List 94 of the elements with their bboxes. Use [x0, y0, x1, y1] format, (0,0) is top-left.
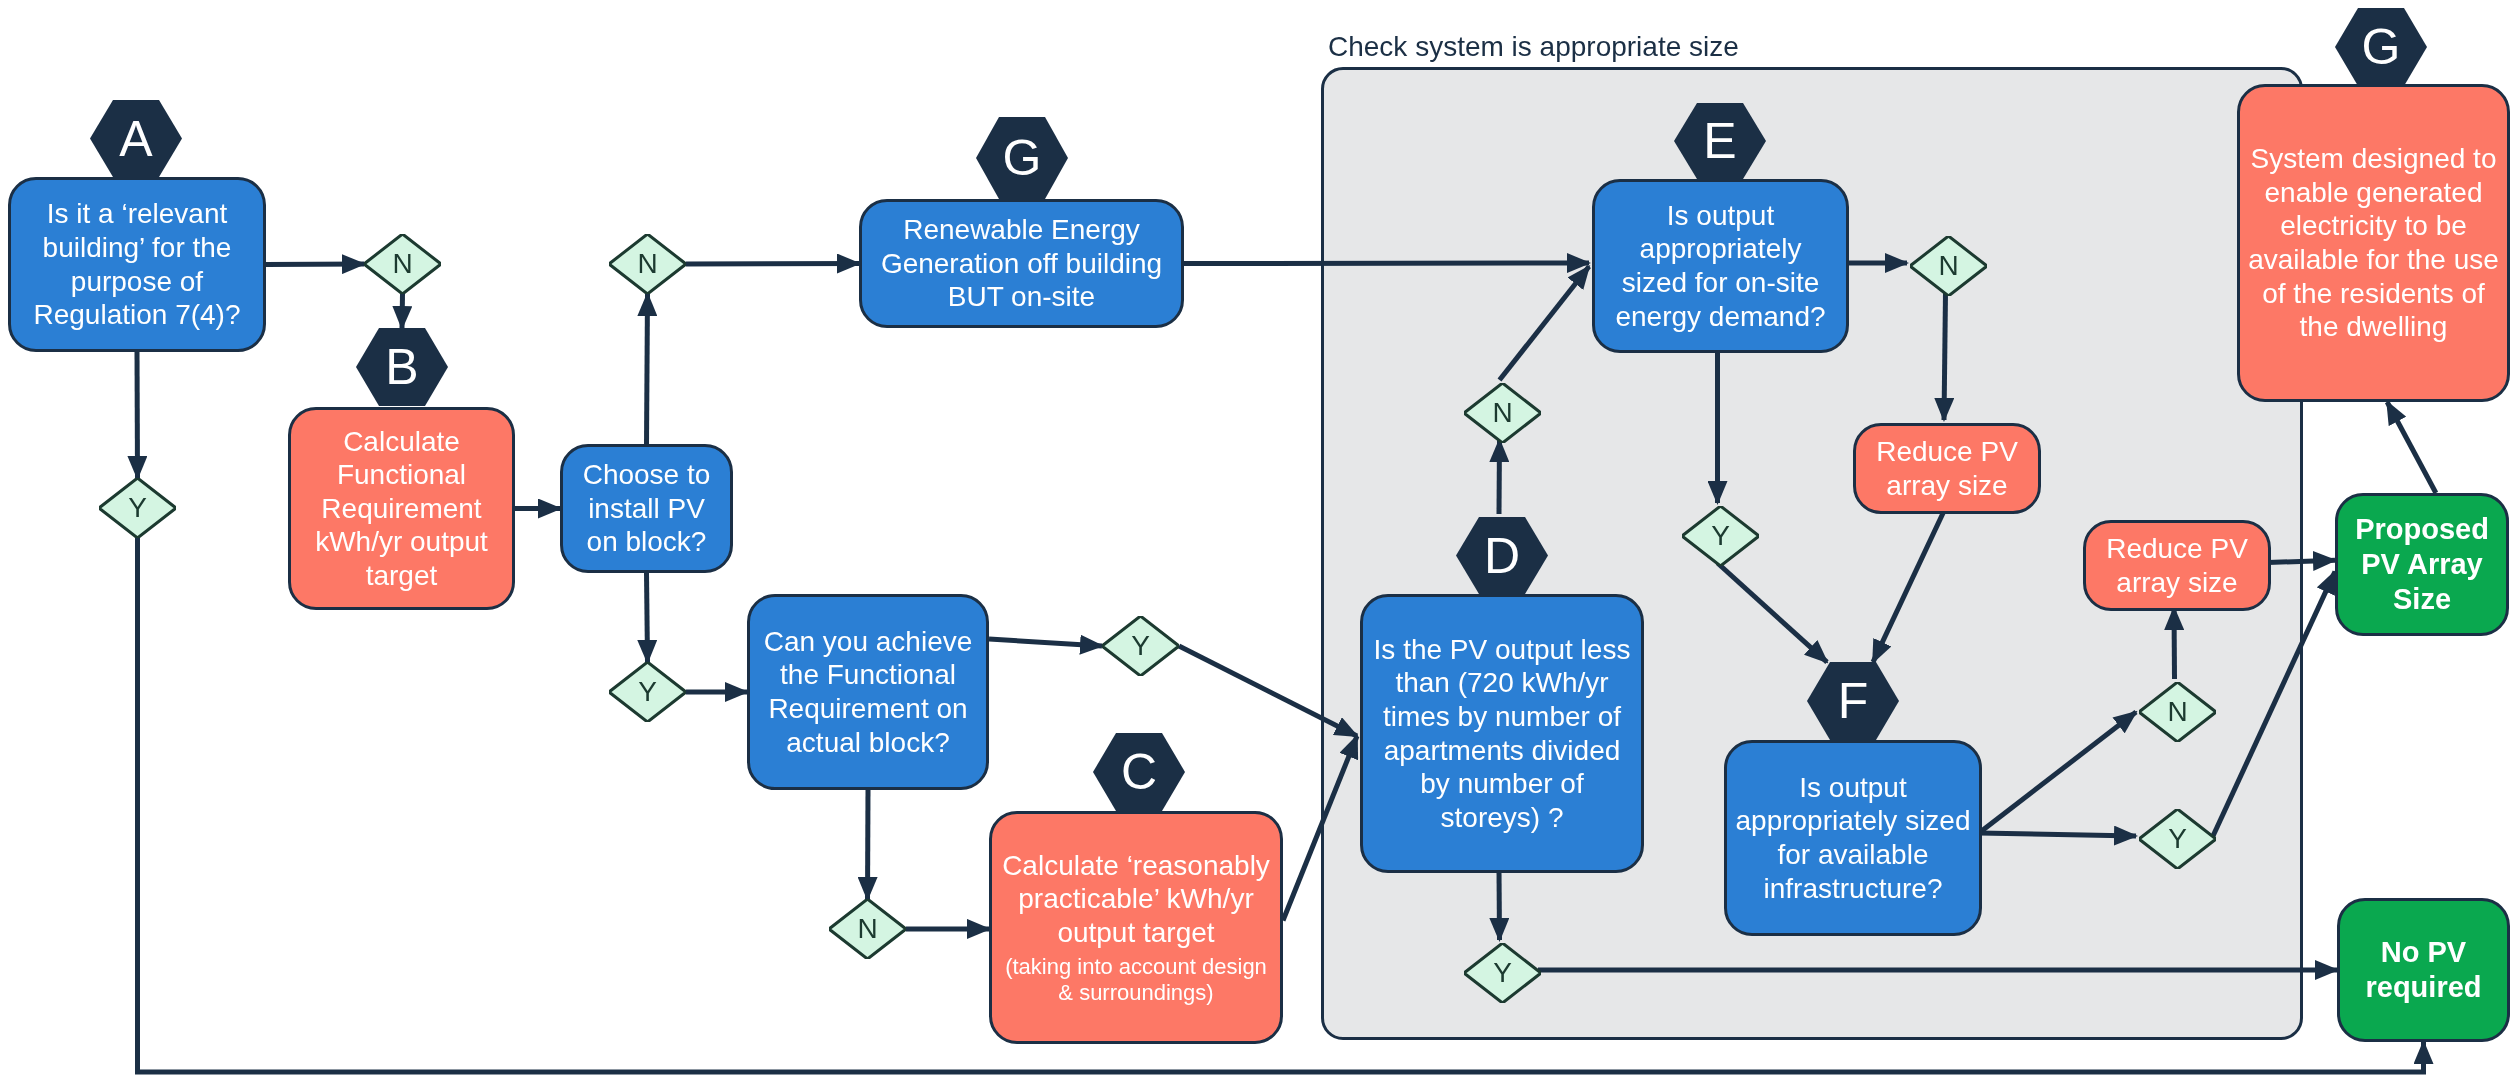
box-text: Proposed PV Array Size	[2354, 512, 2490, 617]
question-box	[8, 177, 266, 352]
step-letter: F	[1837, 676, 1869, 726]
answer-diamond	[1682, 506, 1759, 566]
step-hexagon	[1456, 517, 1548, 594]
action-box	[1853, 423, 2041, 514]
step-hexagon	[1807, 662, 1899, 740]
arrow	[1184, 253, 1591, 274]
arrow	[1280, 734, 1360, 922]
outcome-box	[2337, 898, 2510, 1042]
arrow	[515, 498, 562, 519]
arrow	[2210, 569, 2338, 838]
action-box	[288, 407, 515, 610]
arrow	[1538, 960, 2339, 980]
box-text: No PV required	[2364, 935, 2483, 1005]
arrow	[1489, 438, 1510, 514]
arrow	[2384, 400, 2439, 495]
step-letter: E	[1703, 116, 1737, 166]
arrow	[266, 254, 366, 275]
answer-label: N	[637, 250, 658, 278]
arrow	[1489, 870, 1510, 942]
answer-label: Y	[1131, 632, 1150, 660]
answer-label: Y	[638, 678, 657, 706]
action-box	[2237, 84, 2510, 402]
question-box	[560, 444, 733, 573]
box-text: Can you achieve the Functional Requirement on actual block?	[762, 624, 974, 760]
box-note: (taking into account design & surroundings)	[1004, 953, 1268, 1007]
box-text: Is it a ‘relevant building’ for the purpose of Regulation 7(4)?	[32, 197, 242, 332]
arrow	[392, 293, 413, 330]
question-box	[859, 199, 1184, 328]
arrow	[135, 538, 2434, 1075]
answer-diamond	[609, 234, 686, 294]
step-hexagon	[90, 100, 182, 177]
arrow	[637, 292, 658, 444]
box-text: System designed to enable generated electricity to be available for the use of the residents of the dwelling	[2248, 142, 2499, 344]
answer-diamond	[2139, 682, 2216, 742]
answer-diamond	[364, 234, 441, 294]
step-letter: C	[1120, 747, 1158, 797]
step-hexagon	[2335, 8, 2427, 86]
box-text: Choose to install PV on block?	[581, 458, 712, 559]
question-box	[747, 594, 989, 790]
box-text: Reduce PV array size	[2105, 531, 2249, 600]
question-box	[1360, 594, 1644, 873]
answer-diamond	[1910, 236, 1987, 296]
arrow	[127, 352, 148, 480]
step-letter: G	[1002, 133, 1042, 183]
step-hexagon	[1674, 103, 1766, 179]
question-box	[1724, 740, 1982, 936]
step-letter: B	[385, 342, 419, 392]
step-hexagon	[356, 328, 448, 406]
arrow	[686, 253, 861, 274]
arrow	[988, 634, 1104, 655]
arrow	[1707, 350, 1728, 505]
arrow	[1846, 253, 1909, 273]
step-letter: A	[119, 113, 153, 164]
answer-label: N	[392, 250, 413, 278]
answer-diamond	[1464, 943, 1541, 1003]
answer-diamond	[1102, 616, 1179, 676]
answer-label: Y	[1493, 959, 1512, 987]
box-text: Is output appropriately sized for on-site energy demand?	[1614, 198, 1827, 334]
question-box	[1592, 179, 1849, 353]
arrow	[1934, 292, 1955, 422]
answer-label: N	[1492, 399, 1513, 427]
box-text: Is the PV output less than (720 kWh/yr times by number of apartments divided by number of storeys) ?	[1372, 632, 1632, 835]
box-text: Renewable Energy Generation off building BUT on-site	[879, 213, 1164, 314]
action-box	[2083, 520, 2271, 611]
answer-label: Y	[128, 494, 147, 522]
answer-label: N	[2167, 698, 2188, 726]
arrow	[686, 682, 749, 702]
arrow	[857, 790, 878, 901]
answer-label: Y	[1711, 522, 1730, 550]
box-text: Calculate ‘reasonably practicable’ kWh/yr output target	[1001, 848, 1271, 950]
arrow	[1497, 264, 1591, 382]
answer-diamond	[99, 478, 176, 538]
step-hexagon	[1093, 733, 1185, 811]
outcome-box	[2335, 493, 2509, 636]
box-text: Reduce PV array size	[1875, 434, 2019, 503]
step-letter: D	[1483, 530, 1521, 581]
answer-diamond	[1464, 383, 1541, 443]
answer-diamond	[829, 899, 906, 959]
step-hexagon	[976, 117, 1068, 199]
answer-label: N	[857, 915, 878, 943]
box-text: Calculate Functional Requirement kWh/yr output target	[314, 424, 489, 593]
group-heading: Check system is appropriate size	[1328, 31, 1739, 62]
answer-diamond	[609, 662, 686, 722]
arrow	[637, 572, 658, 664]
step-letter: G	[2361, 22, 2401, 72]
arrow	[1177, 643, 1359, 739]
answer-label: Y	[2168, 825, 2187, 853]
action-box	[989, 811, 1283, 1044]
arrow	[906, 918, 991, 939]
answer-diamond	[2139, 809, 2216, 869]
answer-label: N	[1938, 252, 1959, 280]
box-text: Is output appropriately sized for available infrastructure?	[1735, 770, 1971, 906]
